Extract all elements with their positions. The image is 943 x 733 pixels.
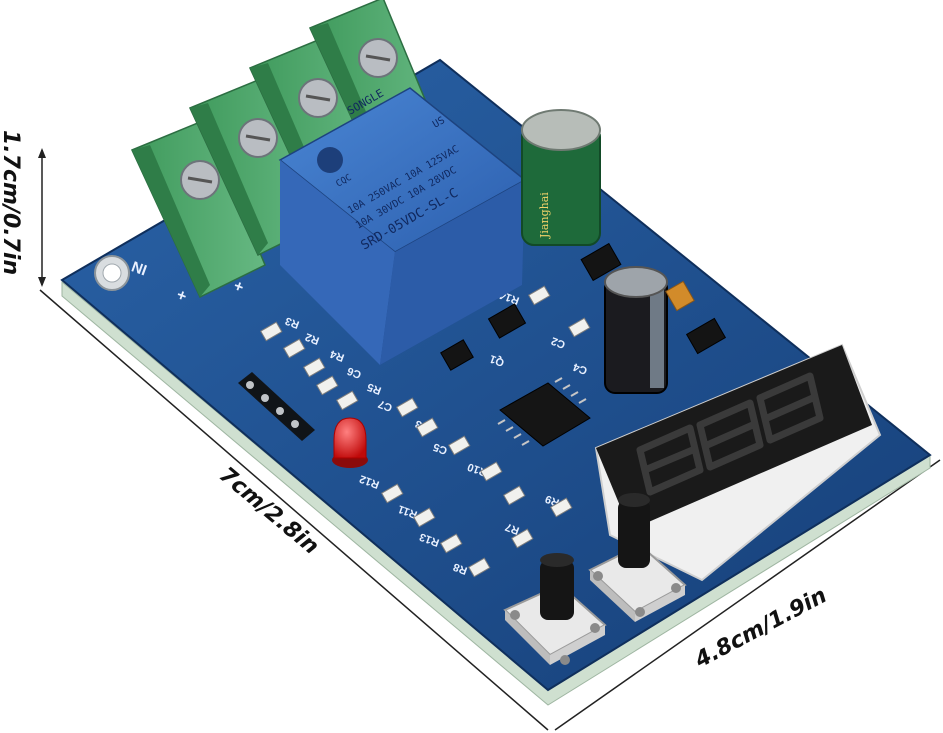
button-cap[interactable]	[618, 500, 650, 568]
silk-r7: R7	[504, 520, 521, 536]
silk-c6: C6	[346, 364, 363, 380]
capacitor-brand: Jianghai	[538, 192, 551, 239]
smd-components	[260, 242, 727, 578]
digit-2	[696, 399, 764, 471]
height-label: 1.7cm/0.7in	[0, 130, 23, 275]
pin-header	[238, 372, 315, 441]
silk-in: IN	[129, 257, 149, 278]
silk-q1: Q1	[488, 352, 506, 368]
dimension-height: 1.7cm/0.7in	[0, 130, 46, 287]
songle-logo-icon	[317, 147, 343, 173]
capacitor-large: Jianghai	[521, 109, 601, 246]
silk-r3: R3	[284, 314, 301, 330]
push-button-right[interactable]	[588, 493, 687, 622]
silk-r4: R4	[328, 347, 346, 363]
silk-c7: C7	[377, 397, 394, 413]
button-cap[interactable]	[540, 560, 574, 620]
relay: SONGLE US CQC 10A 250VAC 10A 125VAC 10A …	[278, 86, 527, 365]
ic-chip	[497, 377, 591, 447]
capacitor-small	[604, 266, 668, 394]
silk-c2: C2	[550, 334, 567, 350]
silk-c5: C5	[432, 440, 449, 456]
screw-terminal-block	[130, 0, 444, 299]
silk-r2: R2	[304, 330, 321, 346]
push-button-left[interactable]	[503, 553, 607, 665]
relay-ul: US	[431, 115, 447, 131]
digit-1	[636, 424, 704, 496]
digit-3	[756, 372, 824, 444]
seven-segment-display	[594, 343, 882, 582]
silk-r5: R5	[366, 380, 383, 396]
silk-r8: R8	[452, 560, 469, 576]
red-led	[332, 417, 368, 468]
silk-c4: C4	[571, 360, 589, 376]
